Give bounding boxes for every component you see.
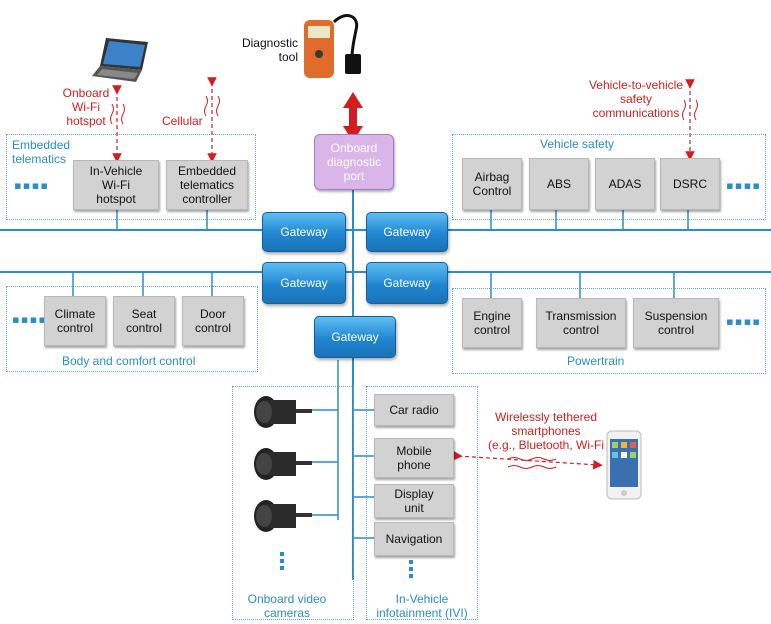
gateway-box: Gateway: [366, 212, 448, 252]
ivi-title: In-Vehicle infotainment (IVI): [376, 592, 468, 620]
abs-box: ABS: [529, 158, 589, 210]
diagnostic-tool-label: Diagnostic tool: [241, 36, 298, 64]
gateway-box: Gateway: [314, 316, 396, 358]
laptop-icon: [92, 38, 148, 82]
airbag-control-box: Airbag Control: [462, 158, 522, 210]
display-unit-box: Display unit: [374, 484, 454, 518]
car-radio-box: Car radio: [374, 394, 454, 426]
embedded-telematics-title: Embedded telematics: [12, 138, 71, 166]
wifi-hotspot-box: In-Vehicle Wi-Fi hotspot: [73, 160, 159, 210]
powertrain-title: Powertrain: [567, 354, 625, 368]
cameras-group: [232, 386, 354, 620]
camera-icon: [254, 500, 312, 532]
gateway-box: Gateway: [366, 262, 448, 304]
dsrc-box: DSRC: [660, 158, 720, 210]
telematics-controller-box: Embedded telematics controller: [166, 160, 248, 210]
powertrain-group: [452, 288, 766, 374]
transmission-control-box: Transmission control: [536, 298, 626, 348]
adas-box: ADAS: [595, 158, 655, 210]
smartphone-icon: [606, 430, 642, 500]
more-dots: ▪▪▪▪: [726, 173, 762, 198]
more-ivi-dots: [409, 560, 413, 581]
more-dots: ▪▪▪▪: [12, 307, 48, 332]
cellular-label: Cellular: [162, 114, 203, 128]
seat-control-box: Seat control: [113, 296, 175, 346]
vehicle-safety-group: [452, 134, 766, 220]
more-dots: ▪▪▪▪: [14, 173, 50, 198]
embedded-telematics-group: [6, 134, 256, 220]
cameras-title: Onboard video cameras: [247, 592, 327, 620]
suspension-control-box: Suspension control: [633, 298, 719, 348]
camera-icon: [254, 448, 312, 480]
climate-control-box: Climate control: [44, 296, 106, 346]
onboard-diagnostic-port: Onboard diagnostic port: [314, 134, 394, 190]
onboard-wifi-label: Onboard Wi-Fi hotspot: [62, 86, 110, 128]
body-comfort-group: [6, 286, 258, 372]
navigation-box: Navigation: [374, 522, 454, 556]
door-control-box: Door control: [182, 296, 244, 346]
wireless-label: Wirelessly tethered smartphones (e.g., B…: [487, 410, 605, 452]
v2v-label: Vehicle-to-vehicle safety communications: [588, 78, 684, 120]
camera-icon: [254, 396, 312, 428]
body-comfort-title: Body and comfort control: [62, 354, 196, 368]
more-dots: ▪▪▪▪: [726, 309, 762, 334]
more-cameras-dots: [280, 552, 284, 573]
ivi-group: [366, 386, 478, 620]
vehicle-safety-title: Vehicle safety: [540, 137, 615, 151]
mobile-phone-box: Mobile phone: [374, 438, 454, 478]
diagnostic-tool-icon: [304, 14, 361, 78]
gateway-box: Gateway: [262, 262, 346, 304]
engine-control-box: Engine control: [462, 298, 522, 348]
gateway-box: Gateway: [262, 212, 346, 252]
